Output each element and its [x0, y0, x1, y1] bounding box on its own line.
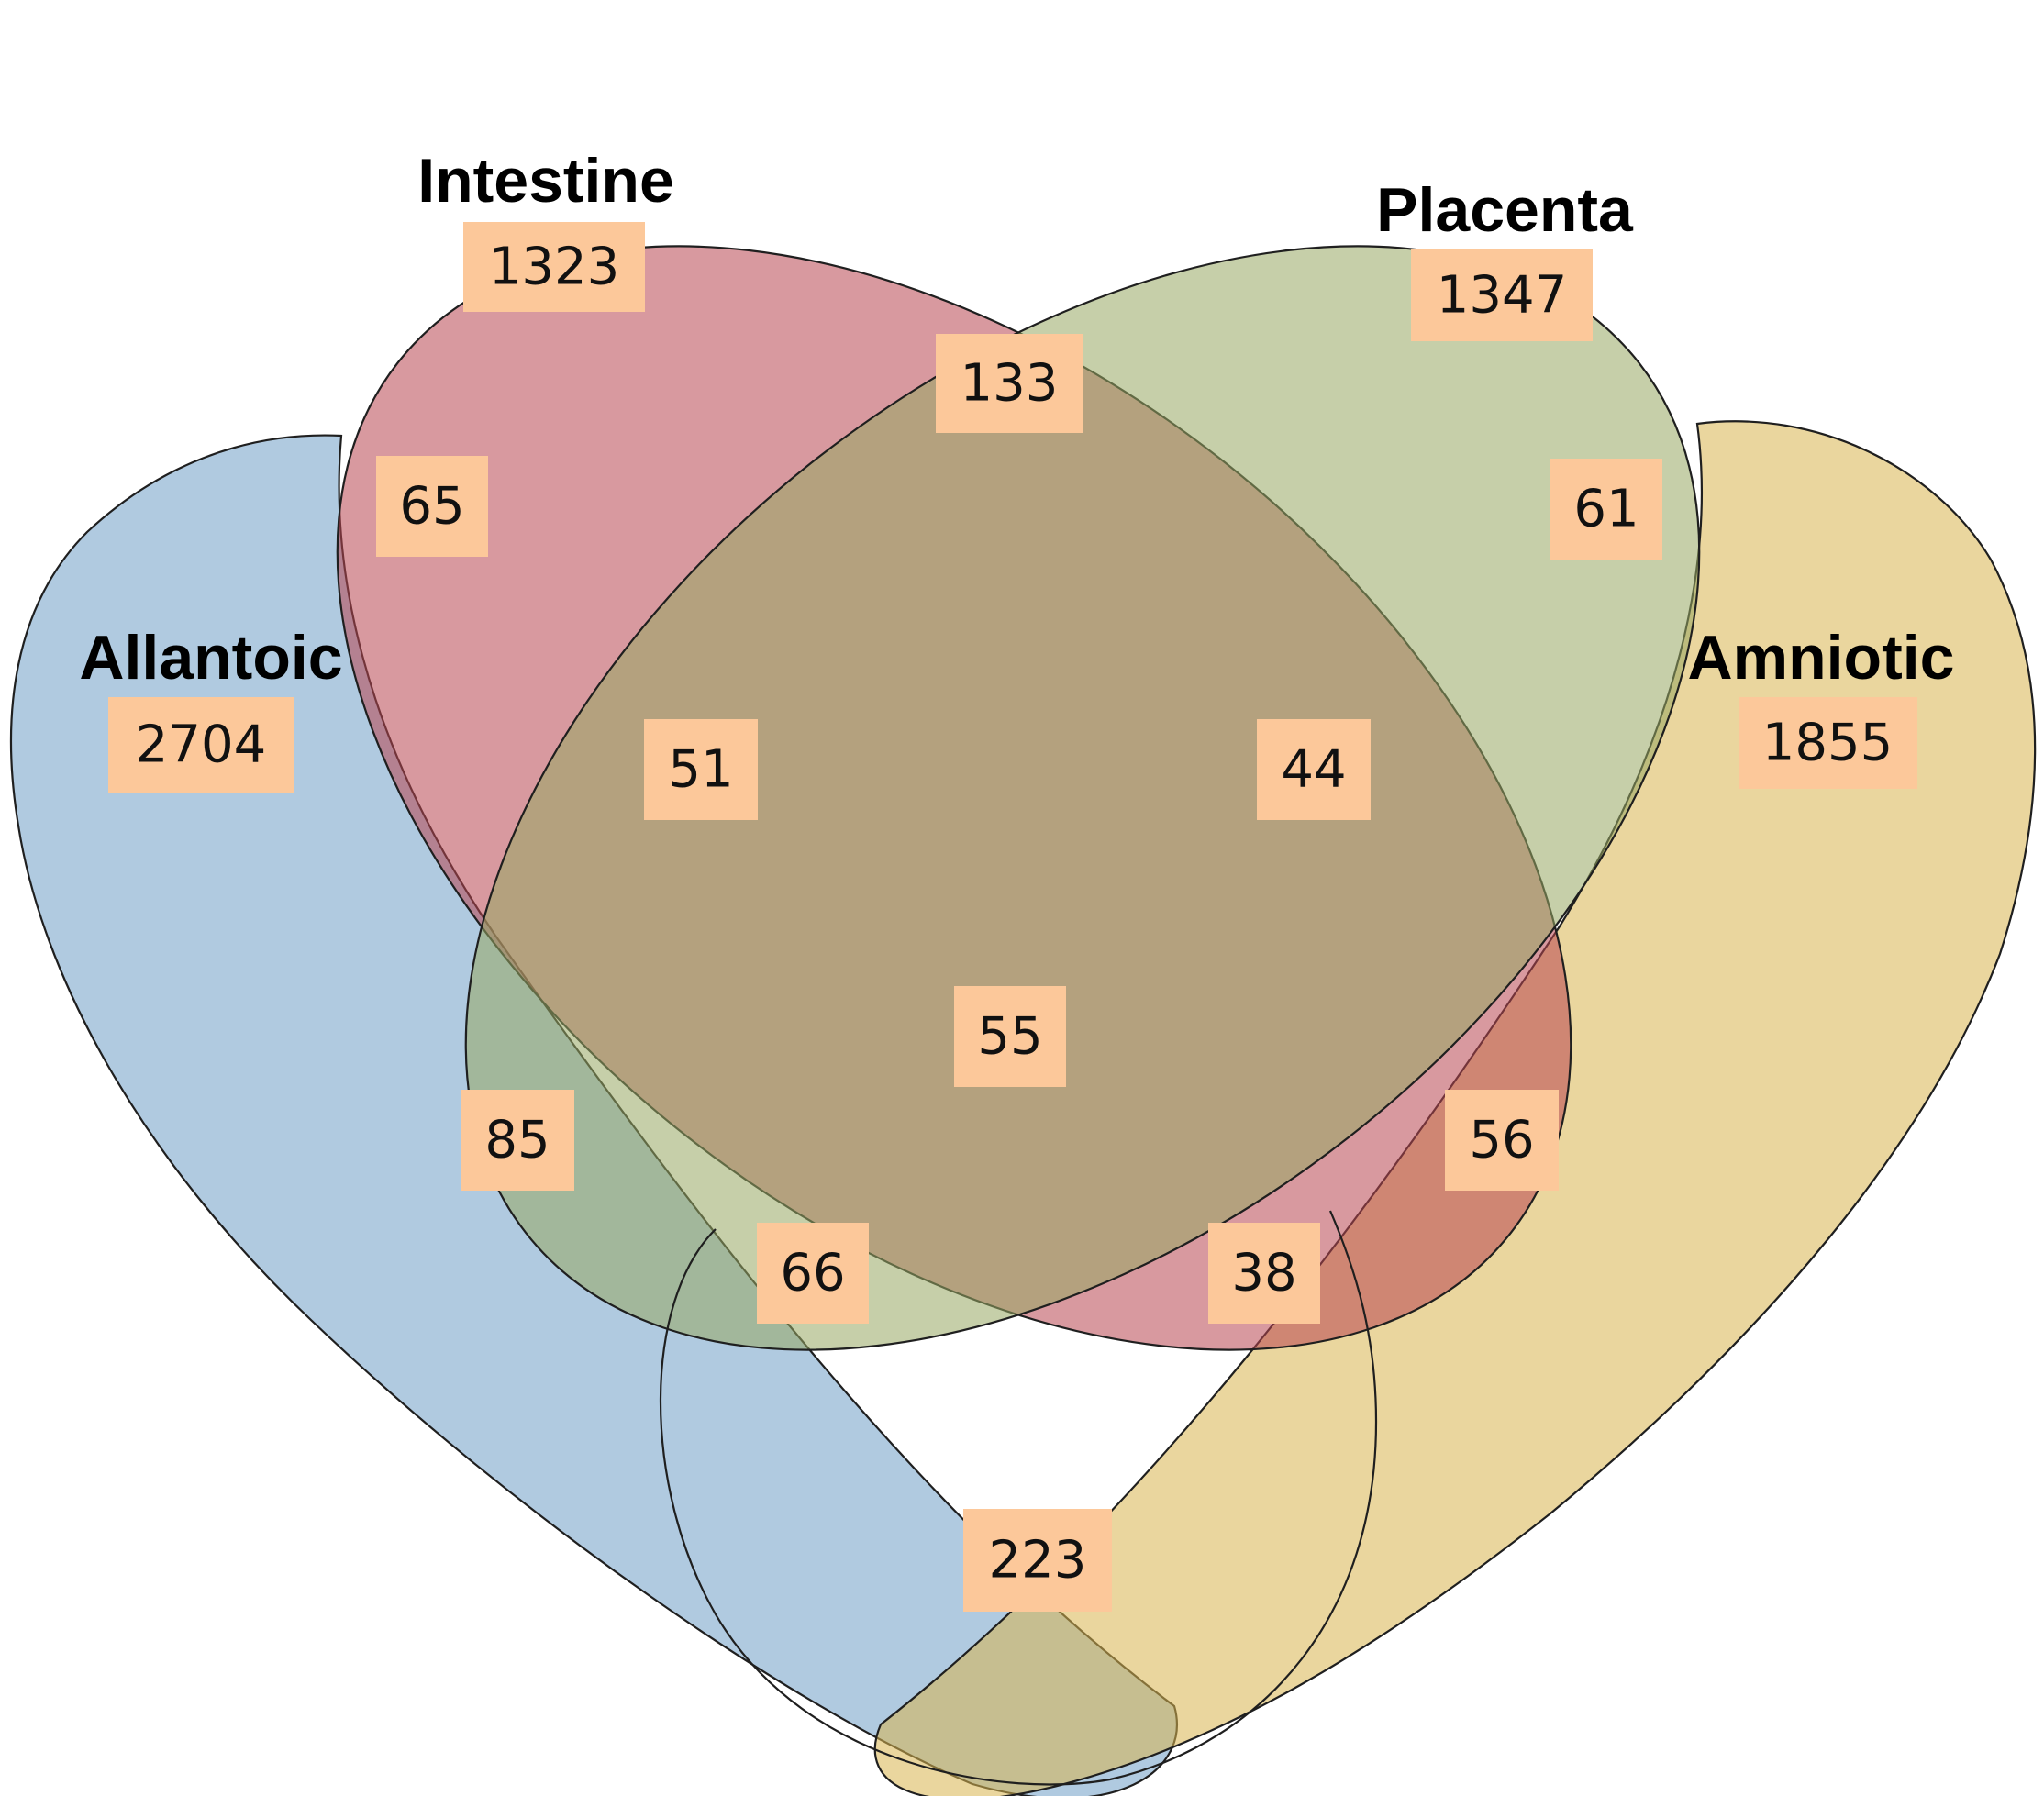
count-value: 55 — [977, 1007, 1042, 1067]
count-value: 2704 — [136, 715, 267, 775]
count-value: 56 — [1469, 1111, 1534, 1170]
count-allantoic-amniotic: 223 — [963, 1509, 1112, 1612]
count-box — [757, 1223, 869, 1324]
count-value: 61 — [1573, 480, 1639, 539]
count-value: 133 — [961, 354, 1059, 414]
count-value: 38 — [1231, 1244, 1296, 1303]
count-value: 65 — [399, 477, 464, 537]
count-allantoic-placenta-amniotic: 66 — [757, 1223, 869, 1324]
count-intestine-placenta-amniotic: 44 — [1257, 719, 1371, 820]
allantoic-label: Allantoic — [79, 623, 342, 693]
count-allantoic-only: 2704 — [108, 697, 294, 793]
count-allantoic-intestine-placenta: 51 — [644, 719, 758, 820]
count-value: 66 — [780, 1244, 845, 1303]
count-allantoic-placenta: 85 — [461, 1090, 574, 1191]
region-counts: 1323 1347 2704 1855 65 133 61 51 — [108, 222, 1917, 1612]
count-all-four: 55 — [954, 986, 1066, 1087]
intestine-label: Intestine — [417, 146, 674, 216]
count-allantoic-intestine-amniotic: 38 — [1208, 1223, 1320, 1324]
count-box — [1257, 719, 1371, 820]
count-placenta-amniotic: 61 — [1550, 459, 1662, 560]
count-value: 51 — [668, 740, 733, 800]
placenta-label: Placenta — [1376, 175, 1634, 245]
count-value: 1855 — [1762, 714, 1894, 773]
count-box — [644, 719, 758, 820]
count-amniotic-only: 1855 — [1739, 697, 1917, 789]
count-box — [1550, 459, 1662, 560]
count-intestine-only: 1323 — [463, 222, 645, 312]
count-box — [108, 697, 294, 793]
count-box — [376, 456, 488, 557]
count-box — [936, 334, 1083, 433]
count-value: 1347 — [1437, 266, 1568, 326]
count-box — [1445, 1090, 1559, 1191]
count-intestine-placenta: 133 — [936, 334, 1083, 433]
count-box — [1739, 697, 1917, 789]
count-intestine-amniotic: 56 — [1445, 1090, 1559, 1191]
count-box — [963, 1509, 1112, 1612]
count-value: 44 — [1281, 740, 1346, 800]
count-placenta-only: 1347 — [1411, 249, 1593, 341]
placenta-set-shape — [464, 245, 1701, 1351]
count-value: 223 — [989, 1531, 1087, 1591]
count-value: 1323 — [489, 238, 620, 297]
count-box — [461, 1090, 574, 1191]
bottom-lobe-shape — [659, 1210, 1378, 1786]
amniotic-label: Amniotic — [1688, 623, 1955, 693]
count-allantoic-intestine: 65 — [376, 456, 488, 557]
set-labels: Intestine Placenta Allantoic Amniotic — [79, 146, 1954, 693]
count-value: 85 — [484, 1111, 550, 1170]
count-box — [1411, 249, 1593, 341]
count-box — [1208, 1223, 1320, 1324]
count-box — [954, 986, 1066, 1087]
count-box — [463, 222, 645, 312]
